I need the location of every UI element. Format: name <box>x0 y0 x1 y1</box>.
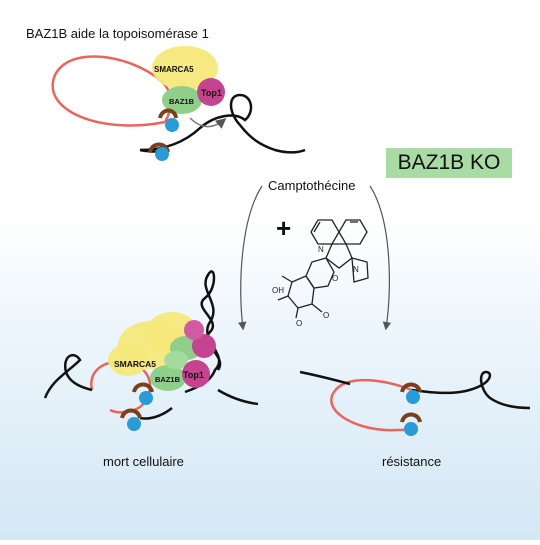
supercoil-upper-right <box>184 270 222 394</box>
baz1b-protein-top <box>162 86 202 114</box>
top1-cluster-1 <box>182 360 210 388</box>
cohesin-left-1 <box>139 391 153 405</box>
cohesin-top-2 <box>155 147 169 161</box>
cohesin-top-1 <box>165 118 179 132</box>
cohesin-ring-left-2 <box>120 408 142 419</box>
svg-text:O: O <box>296 319 302 328</box>
svg-text:O: O <box>323 311 329 320</box>
supercoil-right <box>411 370 531 410</box>
smarca5-complex-top <box>152 46 218 90</box>
top1-label-top: Top1 <box>201 88 222 98</box>
smarca5-label-top: SMARCA5 <box>154 65 194 74</box>
svg-text:O: O <box>332 274 338 283</box>
outcome-resistance: résistance <box>382 454 442 469</box>
cohesin-right-1 <box>406 390 420 404</box>
dna-strand-left-tail <box>217 388 259 406</box>
drug-label: Camptothécine <box>268 178 356 193</box>
outcome-cell-death: mort cellulaire <box>103 454 184 469</box>
camptothecin-atoms: N N O O O OH <box>272 245 359 328</box>
smarca5-cluster-3 <box>108 344 148 376</box>
top-diagram <box>51 46 306 161</box>
smarca5-label-left: SMARCA5 <box>114 359 156 369</box>
top1-label-left: Top1 <box>183 370 204 380</box>
protein-labels: SMARCA5 BAZ1B Top1 SMARCA5 BAZ1B Top1 <box>114 65 222 384</box>
svg-text:N: N <box>353 265 359 274</box>
dna-strand-top <box>139 93 306 154</box>
top1-cluster-3 <box>184 320 204 340</box>
camptothecin-structure <box>277 219 369 319</box>
svg-text:OH: OH <box>272 286 284 295</box>
chromatin-loop-right <box>330 378 413 434</box>
arrow-to-resistance <box>369 185 392 331</box>
dna-strand-left-base <box>139 407 173 420</box>
rotation-arrow-top <box>189 117 227 129</box>
cell-death-diagram <box>43 270 259 431</box>
supercoil-left <box>43 353 93 399</box>
svg-text:N: N <box>318 245 324 254</box>
baz1b-ko-badge: BAZ1B KO <box>386 148 512 178</box>
baz1b-cluster-1 <box>150 365 186 391</box>
cohesin-right-2 <box>404 422 418 436</box>
arrow-to-cell-death <box>238 185 263 331</box>
cohesin-ring-top-1 <box>158 108 178 119</box>
plus-sign: + <box>276 213 291 243</box>
cohesin-left-2 <box>127 417 141 431</box>
baz1b-cluster-3 <box>164 351 188 369</box>
cohesin-ring-left-1 <box>132 382 154 393</box>
cohesin-ring-right-1 <box>400 382 422 393</box>
treatment-split <box>238 185 392 331</box>
figure-title: BAZ1B aide la topoisomérase 1 <box>26 26 209 41</box>
top1-enzyme-top <box>197 78 225 106</box>
dna-strand-right <box>299 370 351 386</box>
resistance-diagram <box>299 370 531 436</box>
top1-cluster-2 <box>192 334 216 358</box>
baz1b-label-top: BAZ1B <box>169 97 195 106</box>
cohesin-ring-right-2 <box>400 412 422 423</box>
baz1b-label-left: BAZ1B <box>155 375 181 384</box>
